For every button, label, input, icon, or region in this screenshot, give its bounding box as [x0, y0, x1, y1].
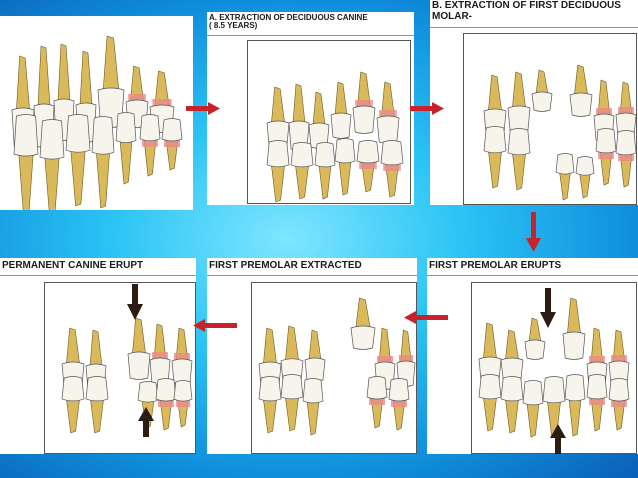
title-rule: [427, 275, 638, 276]
lower-tooth: [586, 374, 608, 432]
lower-tooth: [522, 380, 544, 438]
lower-tooth: [478, 374, 502, 432]
lower-tooth: [483, 126, 507, 189]
upper-tooth: [304, 329, 326, 382]
title-rule: [207, 35, 414, 36]
lower-tooth: [575, 156, 595, 199]
panel-title: PERMANENT CANINE ERUPT: [2, 260, 144, 271]
lower-tooth: [555, 153, 575, 201]
lower-tooth: [615, 130, 637, 188]
panel-title: B. EXTRACTION OF FIRST DECIDUOUS MOLAR-: [432, 0, 621, 22]
lower-tooth: [173, 380, 193, 428]
lower-tooth: [85, 376, 109, 434]
lower-tooth: [258, 376, 282, 434]
lower-tooth: [595, 128, 617, 186]
title-rule: [207, 275, 417, 276]
upper-tooth: [507, 71, 531, 134]
lower-tooth: [507, 128, 531, 191]
upper-tooth: [608, 329, 630, 387]
red-left-arrow-icon: [404, 311, 448, 324]
upper-tooth: [171, 327, 193, 385]
upper-tooth: [352, 71, 376, 134]
upper-tooth: [500, 329, 524, 382]
panel-initial-dentition: [0, 16, 193, 210]
dark-down-arrow-icon: [127, 284, 143, 320]
lower-tooth: [388, 378, 410, 431]
panel-extraction-first-deciduous-molar: B. EXTRACTION OF FIRST DECIDUOUS MOLAR-: [430, 0, 638, 205]
lower-tooth: [155, 378, 177, 431]
lower-tooth: [356, 140, 380, 193]
red-down-arrow-icon: [526, 212, 541, 252]
teeth-illustration: [478, 297, 630, 439]
upper-tooth: [288, 83, 310, 151]
dark-up-arrow-icon: [550, 424, 566, 454]
upper-tooth: [531, 69, 553, 112]
panel-title: A. EXTRACTION OF DECIDUOUS CANINE ( 8.5 …: [209, 13, 368, 31]
panel-title: FIRST PREMOLAR ERUPTS: [429, 260, 562, 271]
lower-tooth: [266, 140, 290, 203]
upper-tooth: [524, 317, 546, 360]
lower-tooth: [314, 142, 336, 200]
lower-tooth: [302, 378, 324, 436]
lower-tooth: [61, 376, 85, 434]
dark-down-arrow-icon: [540, 288, 556, 328]
teeth-illustration: [483, 64, 637, 201]
lower-tooth: [380, 140, 404, 198]
upper-tooth: [350, 297, 376, 350]
lower-tooth: [139, 114, 161, 177]
lower-tooth: [366, 376, 388, 429]
panel-title: FIRST PREMOLAR EXTRACTED: [209, 260, 362, 271]
lower-tooth: [290, 142, 314, 200]
title-rule: [0, 275, 196, 276]
panel-first-premolar-erupts: FIRST PREMOLAR ERUPTS: [427, 258, 638, 454]
panel-extraction-deciduous-canine: A. EXTRACTION OF DECIDUOUS CANINE ( 8.5 …: [207, 12, 414, 205]
lower-tooth: [65, 114, 91, 207]
lower-tooth: [334, 138, 356, 196]
upper-tooth: [396, 329, 416, 387]
teeth-illustration: [258, 297, 416, 436]
title-rule: [430, 27, 638, 28]
upper-tooth: [308, 91, 330, 149]
teeth-illustration: [11, 35, 183, 210]
upper-tooth: [127, 317, 151, 380]
lower-tooth: [13, 114, 39, 210]
red-right-arrow-icon: [186, 102, 220, 115]
panel-permanent-canine-erupt: PERMANENT CANINE ERUPT: [0, 258, 196, 454]
lower-tooth: [91, 116, 115, 209]
upper-tooth: [376, 81, 400, 144]
red-left-arrow-icon: [193, 319, 237, 332]
lower-tooth: [39, 119, 65, 210]
dark-up-arrow-icon: [138, 407, 154, 437]
upper-tooth: [330, 81, 352, 139]
upper-tooth: [149, 323, 171, 386]
lower-tooth: [564, 374, 586, 437]
upper-tooth: [569, 64, 593, 117]
lower-tooth: [280, 374, 304, 432]
lower-tooth: [500, 376, 524, 434]
upper-tooth: [266, 86, 290, 149]
panel-first-premolar-extracted: FIRST PREMOLAR EXTRACTED: [207, 258, 417, 454]
teeth-illustration: [61, 317, 193, 434]
teeth-illustration: [266, 71, 404, 203]
upper-tooth: [562, 297, 586, 360]
lower-tooth: [608, 378, 630, 431]
lower-tooth: [115, 112, 137, 185]
lower-tooth: [161, 118, 183, 171]
red-right-arrow-icon: [410, 102, 444, 115]
upper-tooth: [615, 81, 637, 139]
